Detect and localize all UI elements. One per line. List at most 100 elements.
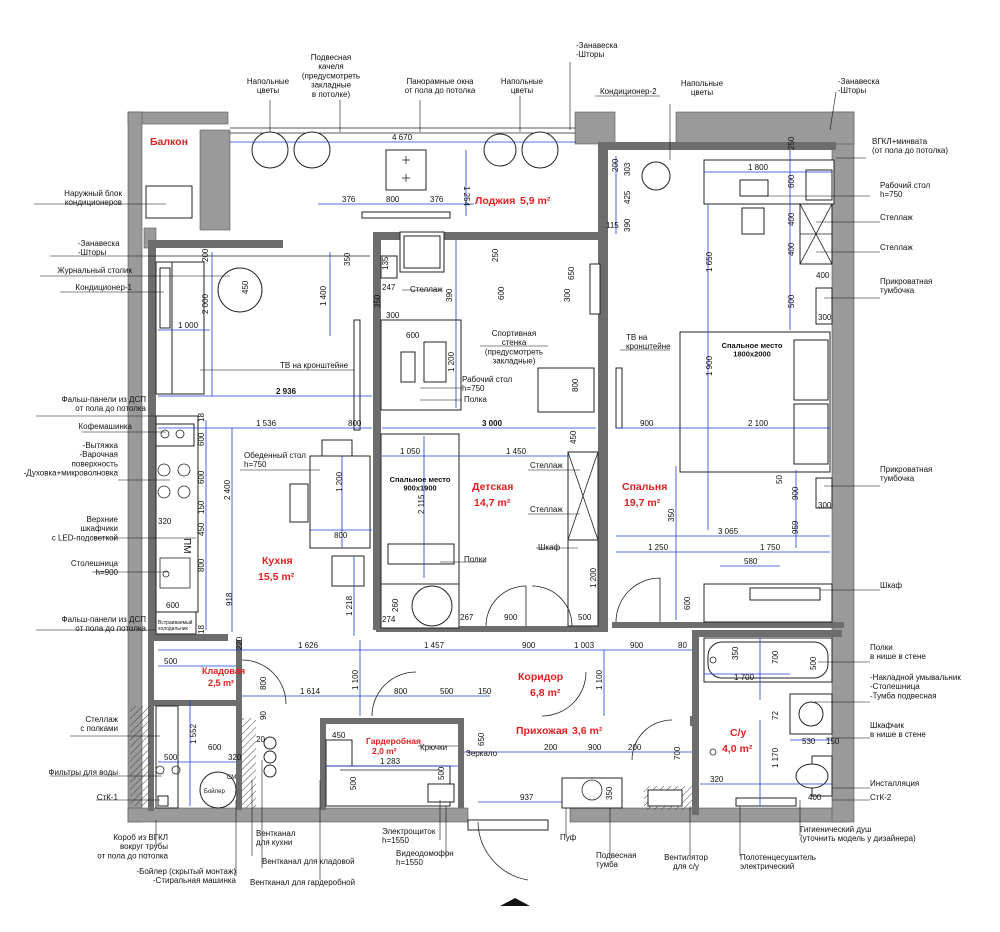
room-pantry: Кладовая	[202, 666, 245, 676]
lower-furniture	[155, 659, 673, 906]
dim-1900: 1 900	[705, 355, 714, 376]
dim-80: 80	[678, 641, 687, 650]
dim-50: 50	[775, 475, 784, 484]
plant-4	[521, 131, 559, 169]
dim-937: 937	[520, 793, 534, 802]
dim-650: 650	[567, 266, 576, 280]
dim-700a: 700	[771, 650, 780, 664]
dim-1552: 1 552	[189, 723, 198, 744]
dim-450a: 450	[241, 280, 250, 294]
dim-1650: 1 650	[705, 251, 714, 272]
dim-900d: 900	[522, 641, 536, 650]
dim-500f: 500	[437, 766, 446, 780]
room-bedroom: Спальня	[622, 481, 667, 493]
right-annotations: ВГКЛ+минвата(от пола до потолка) Рабочий…	[870, 137, 961, 802]
dim-2100: 2 100	[748, 419, 769, 428]
dim-200c: 200	[544, 743, 558, 752]
dim-800e: 800	[571, 378, 580, 392]
plant-1	[251, 131, 289, 169]
dim-450b: 450	[197, 522, 206, 536]
bedroom-furniture	[615, 159, 835, 623]
dim-260: 260	[391, 598, 400, 612]
dim-247: 247	[382, 283, 396, 292]
dim-530: 530	[802, 737, 816, 746]
label-water-filters: Фильтры для воды	[48, 768, 118, 777]
dim-350e: 350	[731, 646, 740, 660]
dim-1457: 1 457	[424, 641, 445, 650]
dim-900c: 900	[791, 486, 800, 500]
dim-90: 90	[259, 711, 268, 720]
dim-600b: 600	[197, 432, 206, 446]
dim-800b: 800	[348, 419, 362, 428]
dim-267: 267	[460, 613, 474, 622]
dim-800c: 800	[197, 558, 206, 572]
dim-500b: 500	[578, 613, 592, 622]
dim-1000: 1 000	[178, 321, 199, 330]
dim-3065: 3 065	[718, 527, 739, 536]
hatched-vent	[242, 718, 256, 808]
label-curtain-top: -Занавеска-Шторы	[576, 41, 618, 59]
label-rack-2: Стеллаж	[880, 243, 913, 252]
dim-150b: 150	[478, 687, 492, 696]
label-ac2: Кондиционер-2	[600, 87, 657, 96]
label-hygienic-shower: Гигиенический душ(уточнить модель у диза…	[800, 825, 916, 843]
dim-1218: 1 218	[345, 595, 354, 616]
dim-1200c: 1 200	[589, 567, 598, 588]
label-stk2: СтК-2	[870, 793, 892, 802]
dim-135: 135	[381, 256, 390, 270]
dim-600g: 600	[683, 596, 692, 610]
entrance-arrow	[500, 898, 530, 906]
dim-900a: 900	[504, 613, 518, 622]
label-vent-pantry: Вентканал для кладовой	[262, 857, 355, 866]
room-children: Детская	[472, 481, 513, 493]
dim-800d: 800	[334, 531, 348, 540]
room-loggia-area: 5,9 m²	[520, 195, 551, 207]
bath-furniture	[647, 637, 833, 807]
room-corridor: Коридор	[518, 671, 563, 683]
dim-2115: 2 115	[417, 494, 426, 514]
kitchen-furniture	[155, 255, 371, 635]
dim-1250: 1 250	[648, 543, 669, 552]
dim-900b: 900	[640, 419, 654, 428]
dim-1283: 1 283	[380, 757, 401, 766]
dim-500a: 500	[787, 294, 796, 308]
label-rack-child: Стеллаж	[410, 285, 443, 294]
label-pouf: Пуф	[560, 833, 577, 842]
hatched-wall-left	[130, 706, 150, 806]
dim-300b: 300	[818, 501, 832, 510]
dim-2400: 2 400	[223, 479, 232, 500]
room-balcony: Балкон	[150, 136, 188, 148]
room-hall-area: 3,6 m²	[572, 725, 603, 737]
cm-label: СМ	[227, 775, 236, 781]
dim-303: 303	[623, 162, 632, 176]
dim-300a: 300	[818, 313, 832, 322]
dim-500g: 500	[809, 656, 818, 670]
dim-600e: 600	[497, 286, 506, 300]
room-bath: С/у	[730, 727, 747, 739]
dim-1200b: 1 200	[447, 351, 456, 372]
dim-1254: 1 254	[462, 186, 471, 207]
dim-450d: 450	[332, 731, 346, 740]
dim-1170: 1 170	[771, 747, 780, 768]
outer-walls	[127, 111, 855, 823]
dim-500c: 500	[164, 657, 178, 666]
dim-1614: 1 614	[300, 687, 321, 696]
label-curtain: -Занавеска-Шторы	[78, 239, 120, 257]
dim-800a: 800	[386, 195, 400, 204]
